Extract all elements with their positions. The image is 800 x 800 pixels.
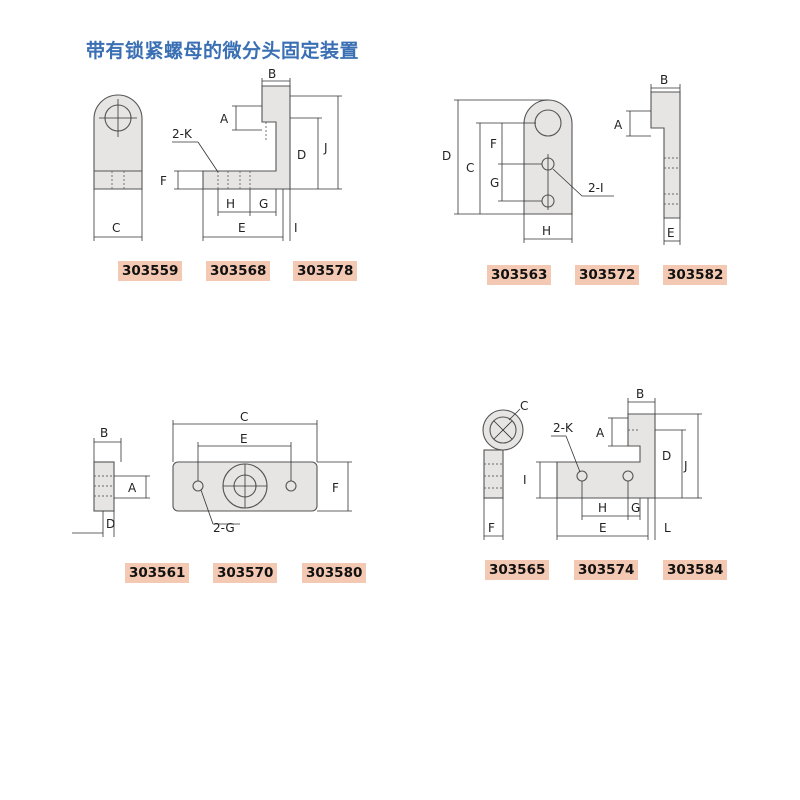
g2-label-d: D <box>442 149 451 163</box>
part-code: 303565 <box>485 560 550 580</box>
g4-label-f: F <box>488 521 495 535</box>
g4-label-2k: 2-K <box>553 421 574 435</box>
g4-label-l: L <box>664 521 671 535</box>
g3-label-e: E <box>240 432 248 446</box>
g2-label-c: C <box>466 161 474 175</box>
g1-label-a: A <box>220 112 229 126</box>
g1-label-2k: 2-K <box>172 127 193 141</box>
group-2-diagram: D C F G H 2-I B A <box>442 73 681 245</box>
part-code: 303563 <box>487 265 552 285</box>
g2-label-b: B <box>660 73 668 87</box>
group-1-diagram: C B A D J F 2-K <box>93 67 342 241</box>
g4-label-g: G <box>631 501 640 515</box>
part-code: 303574 <box>574 560 639 580</box>
g4-label-i: I <box>523 473 527 487</box>
part-code: 303578 <box>293 261 358 281</box>
g1-label-g: G <box>259 197 268 211</box>
part-code: 303561 <box>125 563 190 583</box>
part-code: 303572 <box>575 265 640 285</box>
g4-label-e: E <box>599 521 607 535</box>
g4-label-h: H <box>598 501 607 515</box>
g3-label-d: D <box>106 517 115 531</box>
part-code: 303582 <box>663 265 728 285</box>
g1-label-h: H <box>226 197 235 211</box>
g2-label-e: E <box>667 226 675 240</box>
g2-label-a: A <box>614 118 623 132</box>
group-3-diagram: B A D C E F 2-G <box>72 410 352 537</box>
part-code: 303584 <box>663 560 728 580</box>
g4-side-view <box>483 449 504 499</box>
g3-label-2g: 2-G <box>213 521 235 535</box>
group-4-diagram: C F B A D J I <box>482 387 702 540</box>
g4-label-b: B <box>636 387 644 401</box>
part-code: 303580 <box>302 563 367 583</box>
g2-label-g: G <box>490 176 499 190</box>
g2-label-h: H <box>542 224 551 238</box>
g3-label-b: B <box>100 426 108 440</box>
part-code: 303570 <box>213 563 278 583</box>
g1-label-d: D <box>297 148 306 162</box>
g2-side-view <box>650 91 681 219</box>
g4-label-a: A <box>596 426 605 440</box>
g1-label-i: I <box>294 221 298 235</box>
g3-label-f: F <box>332 481 339 495</box>
page-title: 带有锁紧螺母的微分头固定装置 <box>86 40 360 62</box>
g4-label-d: D <box>662 449 671 463</box>
g3-label-a: A <box>128 481 137 495</box>
g3-side-view <box>93 461 115 512</box>
g1-label-c: C <box>112 221 120 235</box>
part-code: 303559 <box>118 261 183 281</box>
g1-label-f: F <box>160 174 167 188</box>
g3-label-c: C <box>240 410 248 424</box>
part-code: 303568 <box>206 261 271 281</box>
g2-label-2i: 2-I <box>588 181 604 195</box>
g1-side-view <box>202 85 291 190</box>
g4-label-c: C <box>520 399 528 413</box>
g1-label-b: B <box>268 67 276 81</box>
g2-label-f: F <box>490 137 497 151</box>
g1-label-e: E <box>238 221 246 235</box>
g1-label-j: J <box>323 141 328 155</box>
g4-label-j: J <box>683 459 688 473</box>
